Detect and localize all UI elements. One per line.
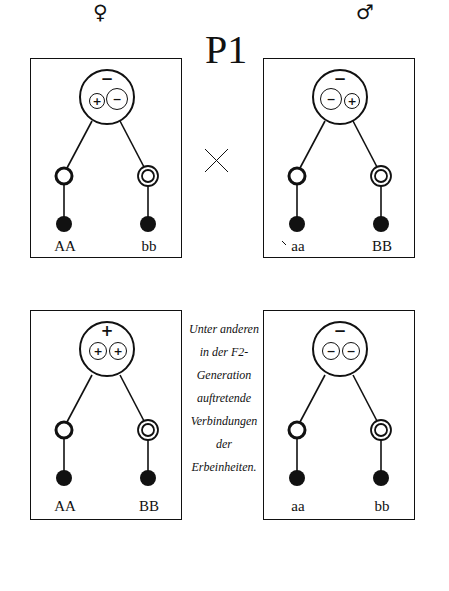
cross-symbol	[205, 149, 228, 172]
charge-sign: −	[326, 346, 335, 357]
charge-sign: −	[334, 72, 347, 87]
charge-sign: +	[113, 346, 122, 357]
charge-circle: −	[322, 342, 340, 360]
genotype-panel: aaBB−−+	[263, 58, 415, 258]
charge-circle: −	[106, 88, 128, 110]
note-text: Unter anderen in der F2-Generation auftr…	[185, 318, 263, 479]
sex-symbol: ♂	[356, 0, 374, 24]
charge-sign: +	[92, 96, 101, 107]
genotype-label: bb	[375, 499, 390, 514]
genotype-label: AA	[54, 499, 76, 514]
chromosome-chain	[56, 121, 158, 232]
genotype-label: bb	[142, 239, 157, 254]
charge-circle: +	[344, 93, 360, 109]
charge-circle: +	[89, 342, 107, 360]
chromosome-chain	[56, 375, 158, 486]
charge-circle: −	[342, 342, 360, 360]
genotype-label: AA	[54, 239, 76, 254]
nucleus-circle: −+−	[79, 69, 135, 125]
genotype-label: BB	[139, 499, 159, 514]
genotype-label: aa	[291, 499, 304, 514]
charge-circle: +	[89, 93, 105, 109]
charge-sign: +	[101, 324, 114, 339]
genotype-label: aa	[291, 239, 304, 254]
genotype-label: BB	[372, 239, 392, 254]
genotype-panel: AA bb −+−	[30, 58, 182, 258]
charge-sign: −	[326, 94, 335, 105]
charge-sign: +	[93, 346, 102, 357]
nucleus-circle: + + +	[79, 321, 135, 377]
charge-sign: −	[112, 94, 121, 105]
sex-symbol: ♀	[93, 0, 108, 24]
nucleus-circle: −−+	[312, 69, 368, 125]
chromosome-chain	[289, 375, 391, 486]
chromosome-chain	[289, 121, 391, 232]
genotype-panel: aabb−−−	[263, 310, 415, 520]
title: P1	[205, 26, 247, 73]
charge-sign: +	[347, 96, 356, 107]
genotype-panel: AA BB + + +	[30, 310, 182, 520]
charge-circle: −	[320, 88, 342, 110]
charge-circle: +	[109, 342, 127, 360]
charge-sign: −	[334, 324, 347, 339]
charge-sign: −	[346, 346, 355, 357]
charge-sign: −	[101, 72, 114, 87]
nucleus-circle: −−−	[312, 321, 368, 377]
tick-mark	[282, 241, 286, 245]
